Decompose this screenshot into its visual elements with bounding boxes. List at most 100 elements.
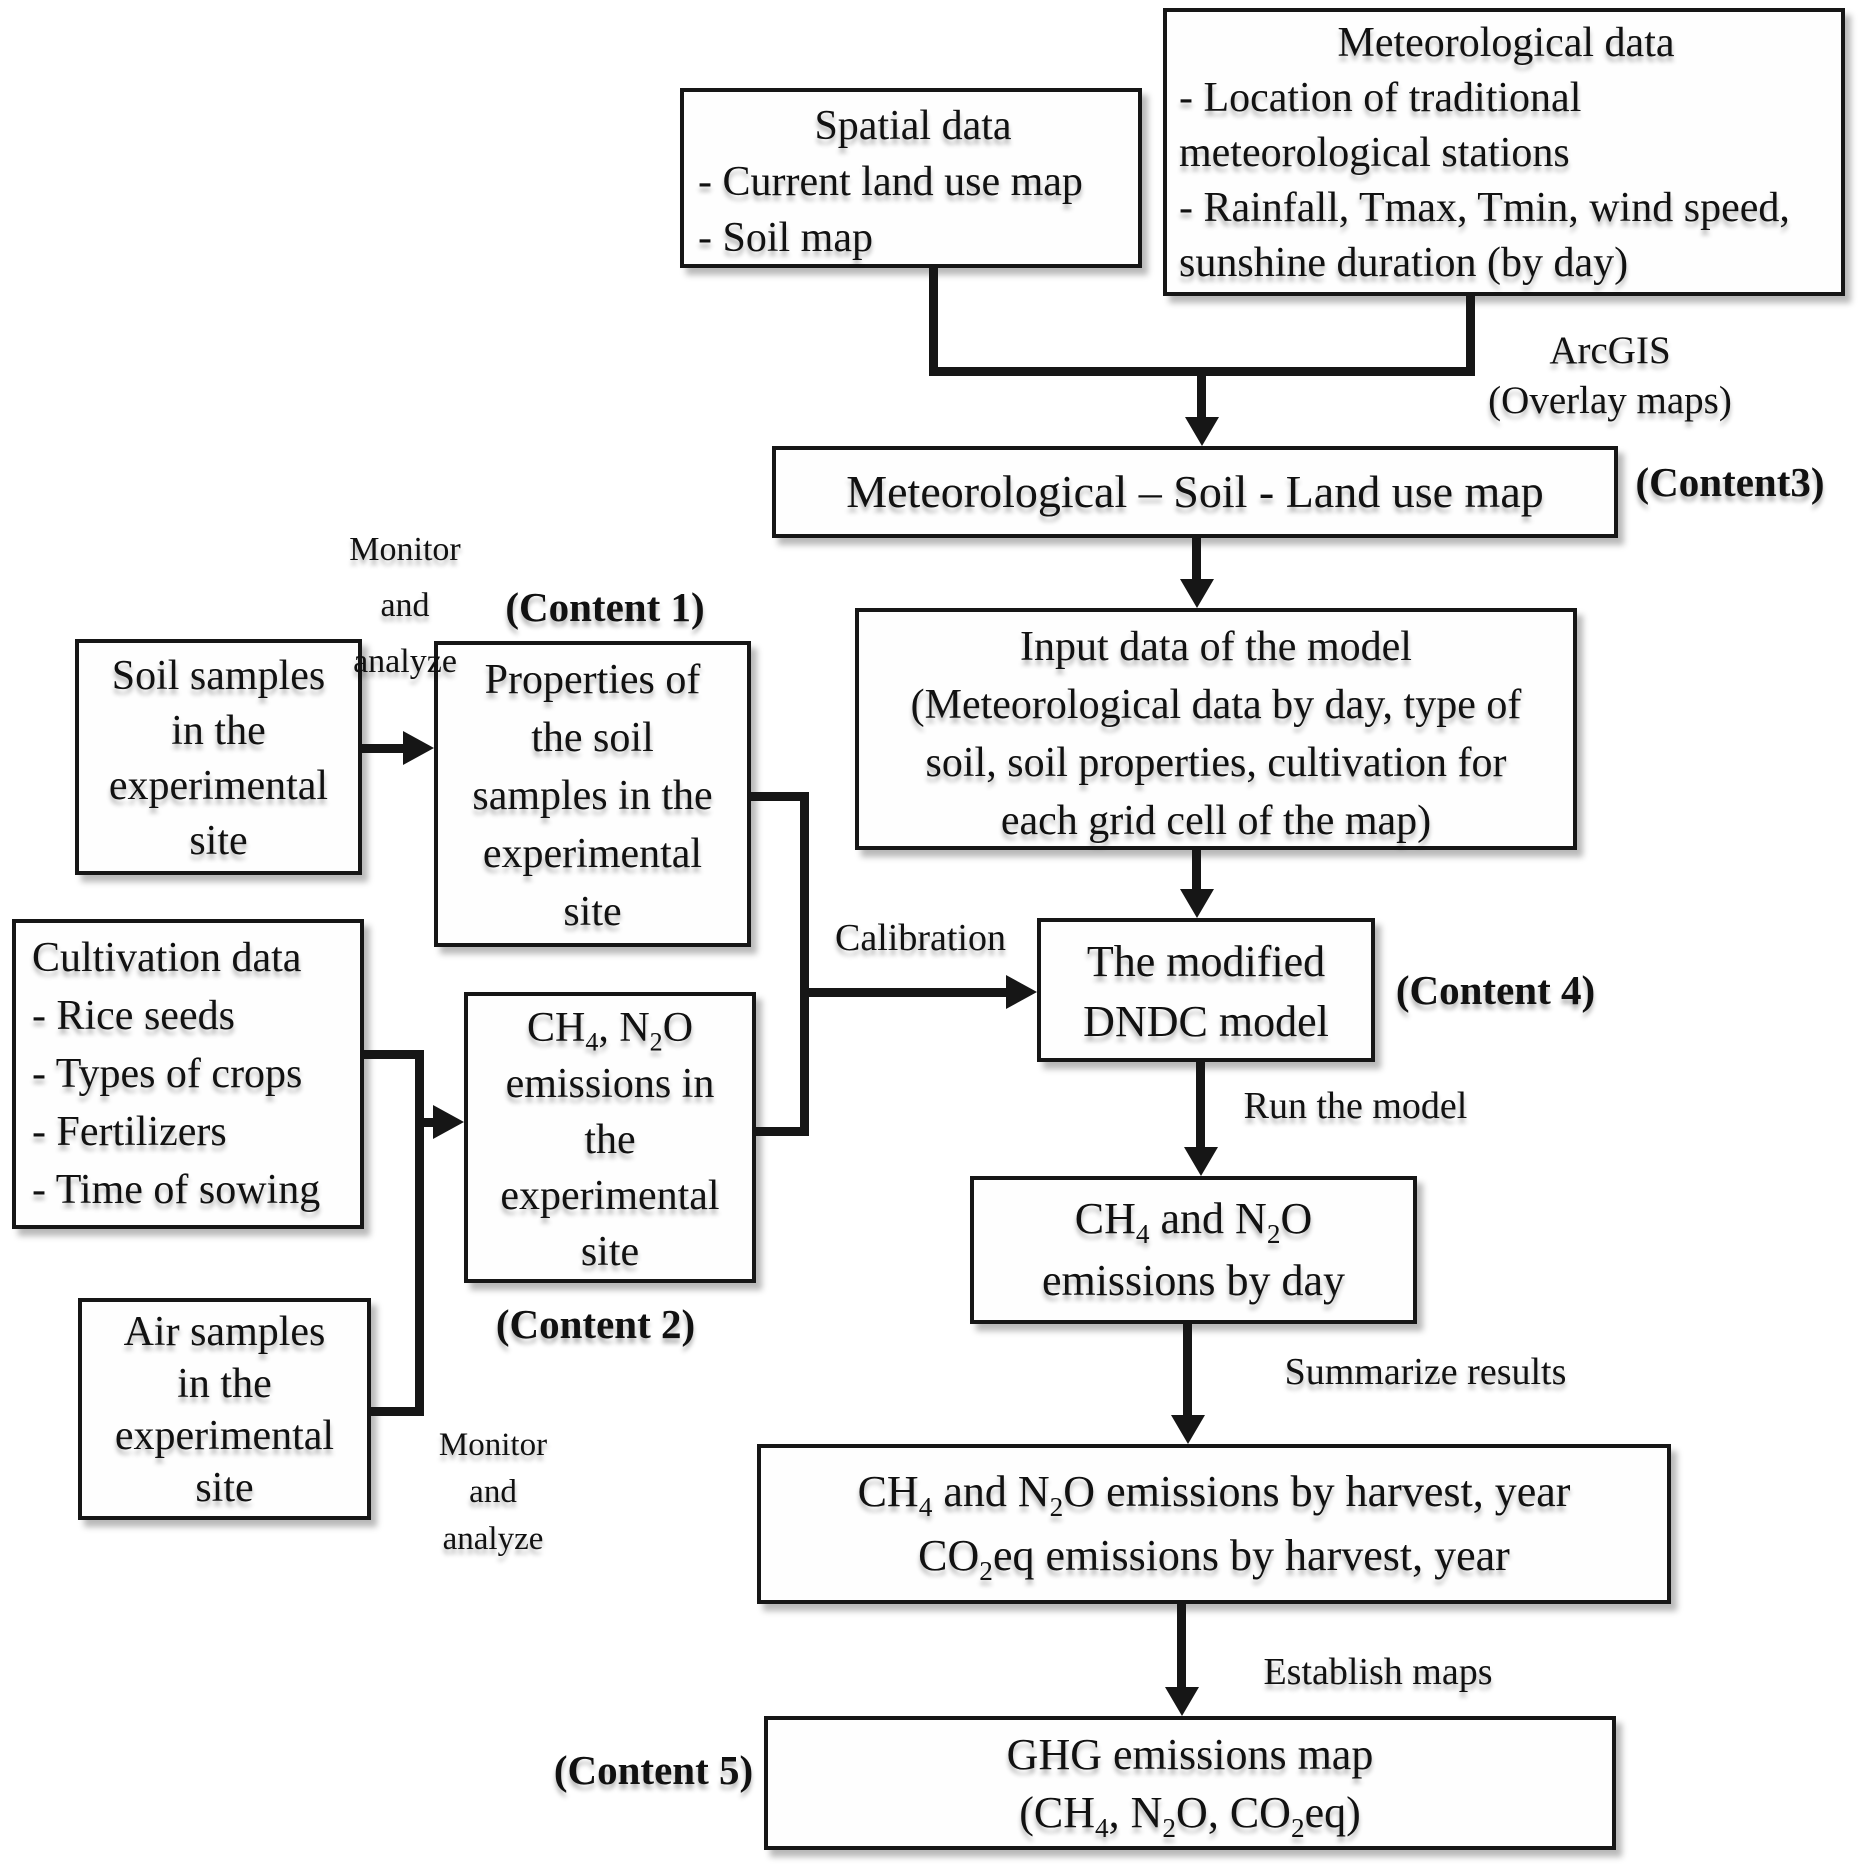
cultivation-data-item: - Fertilizers [32,1109,227,1155]
connector-calibration-vertical [800,792,809,1136]
model-input-line: soil, soil properties, cultivation for [925,740,1507,786]
arrowhead-to-input-box [1180,579,1214,608]
spatial-data-title: Spatial data [814,103,1012,149]
connector-soil-to-properties [362,744,406,753]
content-4-label: (Content 4) [1395,967,1596,1013]
arcgis-line: ArcGIS [1549,329,1671,372]
connector-calibration-horizontal [809,988,1009,997]
meteorological-data-title: Meteorological data [1337,20,1675,66]
model-input-line: Input data of the model [1020,624,1412,670]
monitor-analyze-line: Monitor [438,1427,548,1463]
cultivation-data-item: - Rice seeds [32,993,235,1039]
arrowhead-to-map-box [1185,417,1219,446]
run-the-model-label: Run the model [1243,1085,1468,1127]
soil-properties-line: experimental [482,831,703,877]
air-samples-line: experimental [114,1413,335,1459]
monitor-analyze-line: and [380,587,430,624]
arrowhead-to-properties-box [403,731,434,765]
monitor-analyze-line: Monitor [349,531,461,568]
content-5-label: (Content 5) [553,1747,754,1793]
spatial-data-item: - Current land use map [698,159,1083,205]
meteorological-data-box: Meteorological data - Location of tradit… [1163,8,1845,296]
connector-properties-right [751,792,809,801]
meteorological-data-item: - Location of traditional [1179,75,1582,121]
meteo-soil-landuse-map-box: Meteorological – Soil - Land use map [772,446,1618,538]
overlay-maps-line: (Overlay maps) [1488,379,1732,422]
connector-byday-to-harvest [1183,1324,1192,1418]
calibration-label: Calibration [835,917,1006,959]
soil-properties-box: Properties of the soil samples in the ex… [434,641,751,947]
content-1-label: (Content 1) [505,584,705,630]
content-3-label: (Content3) [1635,459,1825,505]
soil-samples-line: experimental [108,763,329,809]
connector-monitor-vertical [415,1050,424,1416]
monitor-analyze-label-top: Monitor and analyze [320,522,490,690]
model-input-data-box: Input data of the model (Meteorological … [855,608,1577,850]
ghg-emissions-map-box: GHG emissions map (CH4, N2O, CO2eq) [764,1716,1616,1850]
cultivation-data-title: Cultivation data [32,935,302,981]
connector-junction-to-map [1197,371,1206,419]
model-input-line: (Meteorological data by day, type of [910,682,1522,728]
soil-properties-line: site [563,889,622,935]
cultivation-data-item: - Time of sowing [32,1167,321,1213]
soil-properties-line: the soil [531,715,654,761]
arrowhead-to-ghg-box [1165,1687,1199,1716]
cultivation-data-item: - Types of crops [32,1051,303,1097]
arrowhead-to-dndc-box [1180,889,1214,918]
monitor-analyze-line: analyze [442,1521,544,1557]
soil-properties-line: samples in the [472,773,713,819]
monitor-analyze-line: analyze [353,643,457,680]
arrowhead-to-site-emissions-box [433,1105,464,1139]
connector-map-to-input [1192,538,1201,582]
spatial-data-box: Spatial data - Current land use map - So… [680,88,1142,268]
ghg-map-line: (CH4, N2O, CO2eq) [1019,1788,1361,1843]
arrowhead-to-harvest-box [1171,1415,1205,1444]
emissions-by-harvest-box: CH4 and N2O emissions by harvest, year C… [757,1444,1671,1604]
site-emissions-line: CH4, N2O [526,1005,694,1057]
emissions-by-day-box: CH4 and N2O emissions by day [970,1176,1417,1324]
connector-meteo-down [1466,294,1475,376]
connector-harvest-to-ghg [1177,1604,1186,1690]
emissions-by-harvest-line: CO2eq emissions by harvest, year [918,1531,1510,1586]
site-emissions-line: emissions in [505,1061,715,1107]
connector-spatial-down [929,266,938,376]
content-2-label: (Content 2) [495,1301,696,1347]
connector-dndc-to-byday [1196,1062,1205,1150]
ghg-map-line: GHG emissions map [1006,1730,1374,1779]
emissions-by-day-line: emissions by day [1041,1256,1346,1305]
meteorological-data-item: - Rainfall, Tmax, Tmin, wind speed, [1179,185,1790,231]
air-samples-line: in the [177,1361,272,1407]
site-emissions-line: experimental [500,1173,720,1219]
connector-cultivation-right [364,1050,424,1059]
dndc-line: The modified [1086,937,1326,986]
arrowhead-calibration-to-dndc [1006,975,1037,1009]
site-emissions-box: CH4, N2O emissions in the experimental s… [464,992,756,1283]
connector-input-to-dndc [1192,850,1201,892]
dndc-line: DNDC model [1083,997,1329,1046]
air-samples-box: Air samples in the experimental site [78,1298,371,1520]
monitor-analyze-label-bottom: Monitor and analyze [418,1422,568,1563]
connector-to-site-emissions [424,1118,436,1127]
air-samples-line: site [195,1465,254,1511]
air-samples-line: Air samples [123,1309,326,1355]
soil-samples-line: in the [171,708,266,754]
modified-dndc-model-box: The modified DNDC model [1037,918,1375,1062]
arrowhead-to-byday-box [1184,1147,1218,1176]
meteorological-data-item: sunshine duration (by day) [1179,240,1629,286]
establish-maps-label: Establish maps [1263,1651,1493,1693]
connector-air-samples-right [371,1407,424,1416]
soil-properties-line: Properties of [484,657,701,703]
cultivation-data-box: Cultivation data - Rice seeds - Types of… [12,919,364,1229]
site-emissions-line: site [580,1229,640,1275]
meteo-soil-landuse-map-text: Meteorological – Soil - Land use map [846,466,1544,517]
soil-samples-box: Soil samples in the experimental site [75,639,362,875]
arcgis-overlay-label: ArcGIS (Overlay maps) [1455,326,1765,426]
monitor-analyze-line: and [469,1474,517,1510]
site-emissions-line: the [584,1117,636,1163]
connector-site-emissions-right [756,1127,809,1136]
spatial-data-item: - Soil map [698,215,873,261]
soil-samples-line: site [189,818,248,864]
meteorological-data-item: meteorological stations [1179,130,1570,176]
summarize-results-label: Summarize results [1284,1351,1567,1393]
